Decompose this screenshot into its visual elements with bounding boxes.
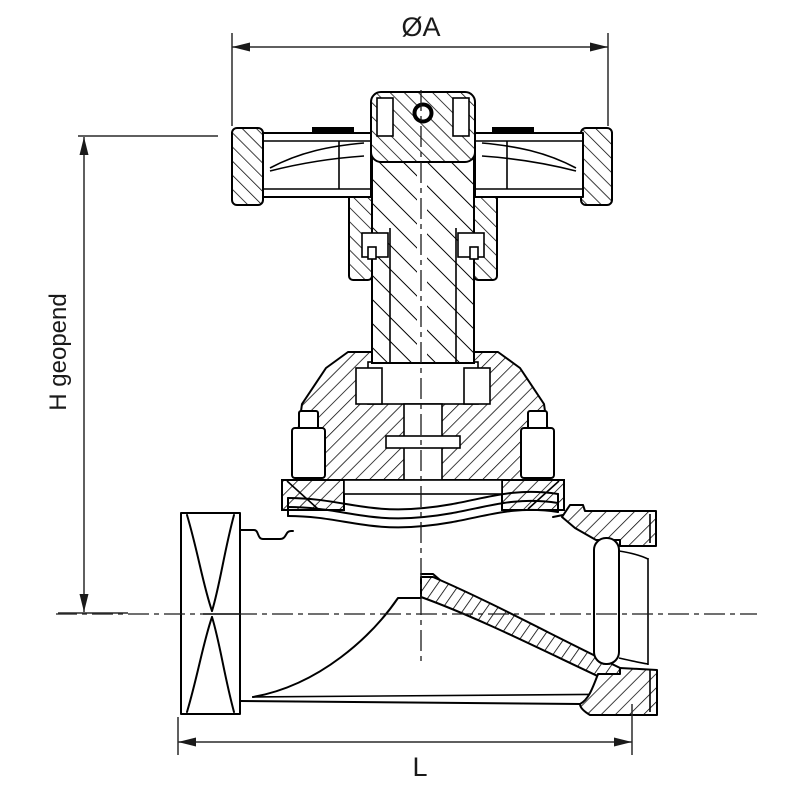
packing-detail <box>367 246 377 260</box>
hex-flat-curve <box>186 616 213 713</box>
bonnet-bolt-left <box>291 410 326 479</box>
compressor-bar <box>385 435 461 449</box>
union-bottom-wall-section <box>579 667 658 716</box>
bolt-head <box>291 427 326 479</box>
arm-spoke-curve <box>481 142 577 169</box>
bonnet-insert-right <box>463 367 491 405</box>
dimension-diameter-a: ØA <box>231 12 609 126</box>
flange-chamfer <box>527 480 560 510</box>
socket-taper-top <box>618 550 649 560</box>
diaphragm-ply <box>287 508 559 529</box>
arm-spoke-curve <box>269 155 365 172</box>
centerlines <box>56 90 757 662</box>
dim-label-diameter: ØA <box>401 12 440 42</box>
flange-chamfer <box>286 480 319 510</box>
bonnet-pocket <box>367 361 479 405</box>
arrowhead-top <box>79 137 89 155</box>
arrowhead-bottom <box>79 594 89 612</box>
arm-spoke-curve <box>269 142 365 169</box>
union-top-wall-section <box>561 504 657 547</box>
diaphragm <box>287 490 559 529</box>
weir-left-curve <box>252 597 422 698</box>
body-top-left-edge <box>239 529 294 540</box>
packing-tab-right <box>457 232 485 258</box>
packing-detail <box>469 246 479 260</box>
hex-flat-curve <box>186 514 213 612</box>
hex-flat-curve <box>211 514 235 612</box>
hub-screw-hole <box>412 102 434 124</box>
dim-label-height: H geopend <box>45 293 72 410</box>
dim-label-length: L <box>412 752 427 782</box>
flange-left-section <box>281 479 345 511</box>
arrowhead-left <box>232 42 250 52</box>
diaphragm-ply <box>287 490 559 511</box>
body-bottom-inner-edge <box>251 693 641 698</box>
handwheel <box>231 91 613 206</box>
arm-grip-tick <box>312 127 354 133</box>
arrowhead-right <box>590 42 608 52</box>
arrowhead-right <box>614 737 632 747</box>
diaphragm-ply <box>287 499 559 520</box>
weir <box>252 573 651 698</box>
dimension-length: L <box>177 704 633 782</box>
arrowhead-left <box>178 737 196 747</box>
valve-body <box>239 511 651 705</box>
bolt-nut <box>527 410 548 430</box>
body-bottom-outer-edge <box>239 700 581 705</box>
diaphragm-clamp-strip <box>343 479 503 495</box>
socket-taper-bottom <box>618 657 649 665</box>
hub-channel-right <box>452 97 470 137</box>
bonnet <box>281 351 565 511</box>
bolt-head <box>520 427 555 479</box>
hex-flat-curve <box>211 616 235 713</box>
union-thread-relief <box>593 537 620 665</box>
arm-grip-tick <box>492 127 534 133</box>
handwheel-arm-left <box>262 132 372 198</box>
spindle-centerline-gap <box>417 150 427 355</box>
handwheel-rim-left-section <box>231 127 264 206</box>
bonnet-bolt-right <box>520 410 555 479</box>
arm-spoke-curve <box>481 155 577 172</box>
right-port-union-end <box>561 504 658 716</box>
handwheel-arm-right <box>474 132 584 198</box>
handwheel-rim-right-section <box>580 127 613 206</box>
hub-channel-left <box>376 97 394 137</box>
dimension-height-open: H geopend <box>45 135 218 614</box>
bolt-nut <box>298 410 319 430</box>
bonnet-insert-left <box>355 367 383 405</box>
handwheel-hub-section <box>370 91 476 163</box>
